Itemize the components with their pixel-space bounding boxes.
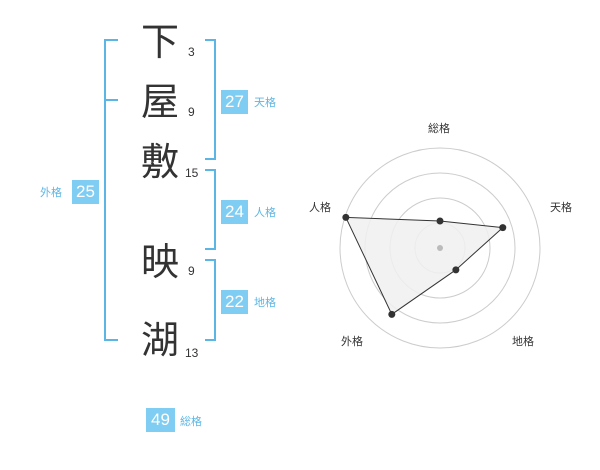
soukaku-value-box: 49 — [146, 408, 175, 432]
stroke-count-5: 13 — [185, 346, 199, 360]
jinkaku-label: 人格 — [254, 206, 276, 219]
radar-point-chikaku — [452, 266, 460, 274]
tenkaku-label: 天格 — [254, 96, 276, 109]
soukaku-label: 総格 — [180, 415, 202, 428]
gaikaku-value-box: 25 — [72, 180, 99, 204]
name-char-4: 映 — [140, 240, 179, 284]
radar-polygon — [345, 216, 504, 316]
radar-label-gaikaku: 外格 — [341, 335, 363, 348]
radar-ring-4 — [339, 147, 541, 349]
radar-point-jinkaku — [342, 213, 350, 221]
name-char-5: 湖 — [140, 318, 179, 362]
tenkaku-value-box: 27 — [221, 90, 248, 114]
name-char-2: 屋 — [140, 80, 179, 124]
chikaku-label: 地格 — [254, 296, 276, 309]
chikaku-value-box: 22 — [221, 290, 248, 314]
radar-center-dot — [437, 245, 443, 251]
radar-label-tenkaku: 天格 — [550, 201, 572, 214]
radar-label-chikaku: 地格 — [512, 335, 534, 348]
radar-point-soukaku — [436, 217, 444, 225]
gaikaku-label: 外格 — [40, 186, 62, 199]
name-char-3: 敷 — [140, 140, 179, 184]
radar-point-tenkaku — [499, 224, 507, 232]
stroke-count-2: 9 — [188, 105, 195, 119]
stroke-count-1: 3 — [188, 45, 195, 59]
radar-point-gaikaku — [388, 310, 396, 318]
name-char-1: 下 — [140, 20, 179, 64]
radar-label-jinkaku: 人格 — [309, 201, 331, 214]
jinkaku-value-box: 24 — [221, 200, 248, 224]
stroke-count-4: 9 — [188, 264, 195, 278]
stroke-count-3: 15 — [185, 166, 199, 180]
radar-label-soukaku: 総格 — [428, 122, 450, 135]
